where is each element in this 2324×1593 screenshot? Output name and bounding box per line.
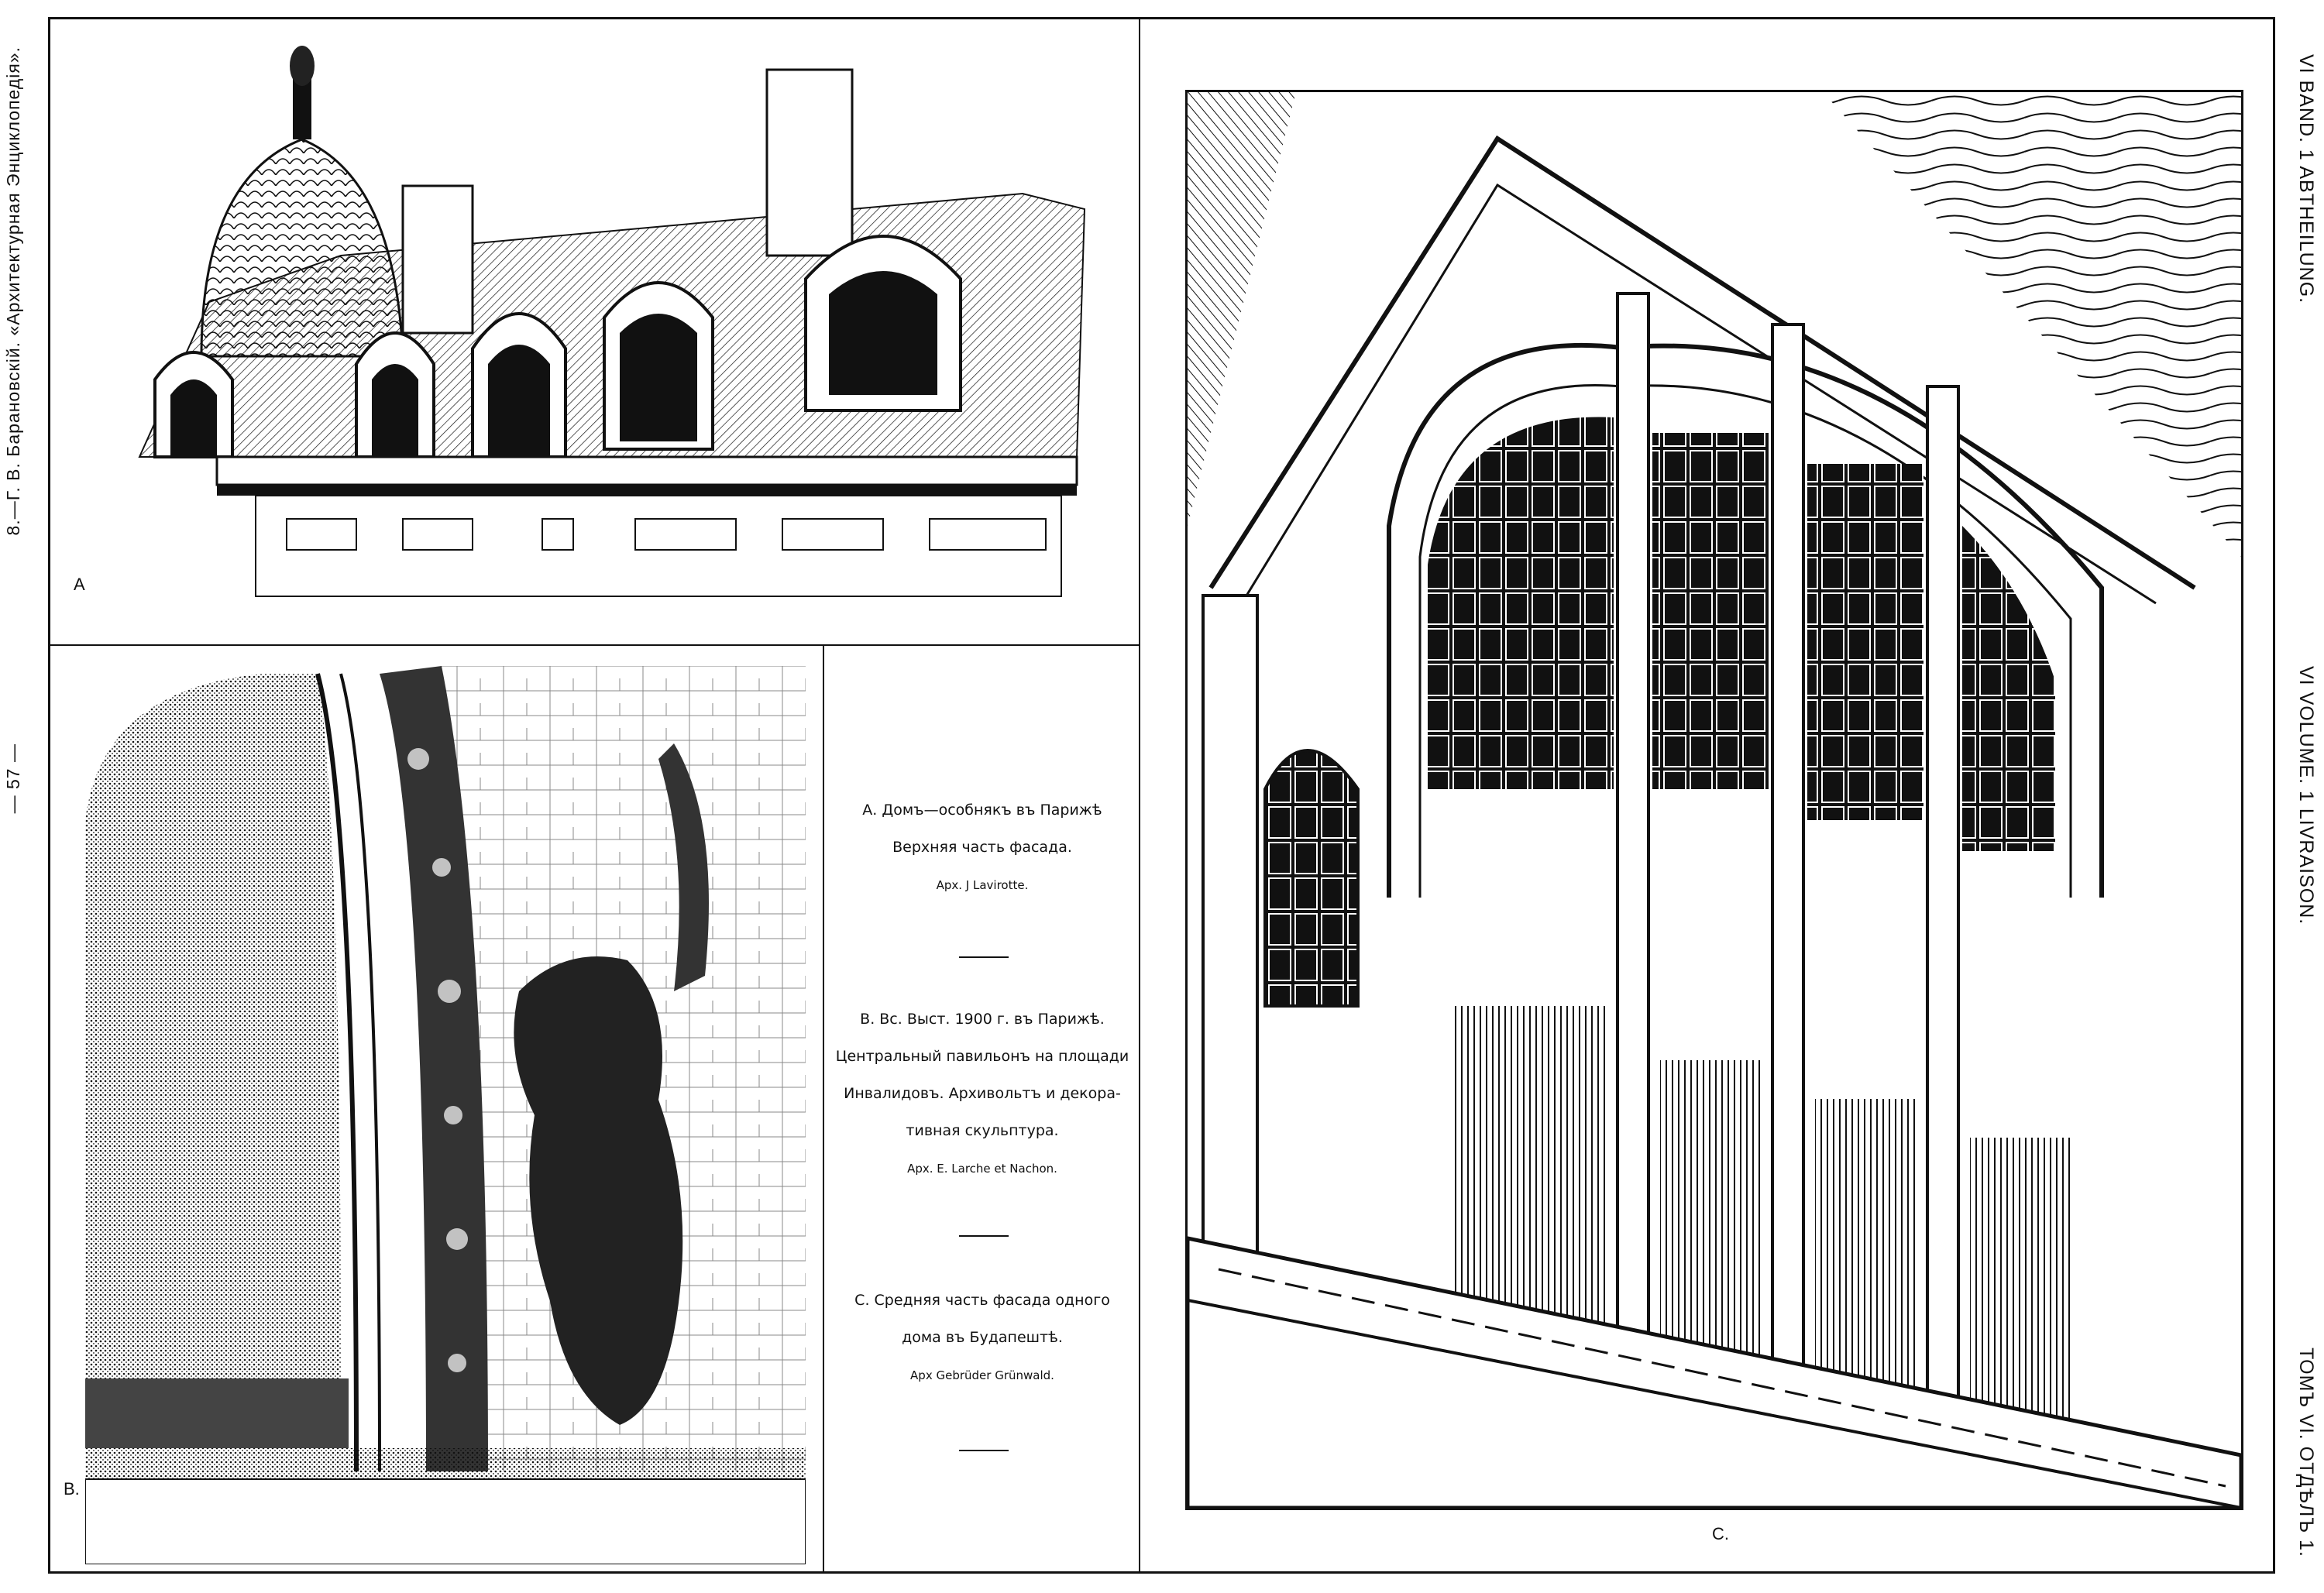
figure-c-letter: С.: [1712, 1524, 1729, 1543]
caption-b-line-4: тивная скульптура.: [906, 1122, 1059, 1139]
caption-b-credit: Арх. E. Larche et Nachon.: [907, 1162, 1057, 1176]
figure-b: [85, 666, 806, 1564]
right-margin-top: VI BAND. 1 ABTHEILUNG.: [2295, 54, 2317, 304]
caption-c: С. Средняя часть фасада одного дома въ Б…: [827, 1282, 1137, 1387]
caption-c-line-1: С. Средняя часть фасада одного: [854, 1292, 1110, 1309]
figure-c-frame: [1185, 90, 2243, 1510]
figure-a-letter: А: [74, 575, 85, 594]
caption-c-line-2: дома въ Будапештѣ.: [902, 1329, 1063, 1346]
caption-c-credit: Арх Gebrüder Grünwald.: [910, 1368, 1054, 1382]
left-page-number: — 57 —: [3, 743, 23, 814]
vertical-divider: [1139, 17, 1140, 1574]
caption-b-line-1: В. Вс. Выст. 1900 г. въ Парижѣ.: [860, 1011, 1105, 1028]
caption-b-line-2: Центральный павильонъ на площади: [835, 1048, 1129, 1065]
horizontal-divider: [48, 644, 1140, 646]
caption-rule-2: [959, 1235, 1009, 1237]
caption-b: В. Вс. Выст. 1900 г. въ Парижѣ. Централь…: [827, 1001, 1137, 1180]
caption-a-line-2: Верхняя часть фасада.: [892, 839, 1072, 856]
caption-a: А. Домъ—особнякъ въ Парижѣ Верхняя часть…: [827, 791, 1137, 897]
figure-b-engraving: [85, 666, 806, 1564]
caption-a-credit: Арх. J Lavirotte.: [936, 878, 1029, 892]
figure-a: [108, 23, 1108, 604]
plate-frame: [48, 17, 2275, 1574]
caption-b-line-3: Инвалидовъ. Архивольтъ и декора-: [844, 1085, 1121, 1102]
caption-rule-3: [959, 1450, 1009, 1451]
right-margin-middle: VI VOLUME. 1 LIVRAISON.: [2295, 666, 2317, 925]
caption-rule-1: [959, 956, 1009, 958]
caption-a-line-1: А. Домъ—особнякъ въ Парижѣ: [862, 802, 1102, 819]
right-margin-bottom: ТОМЪ VI. ОТДѢЛЪ 1.: [2295, 1348, 2317, 1557]
figure-c-engraving: [1188, 92, 2241, 1508]
figure-b-letter: В.: [64, 1479, 80, 1499]
figure-a-engraving: [138, 46, 1086, 597]
left-margin-title: 8.—Г. В. Барановскій. «Архитектурная Энц…: [3, 46, 23, 536]
caption-divider: [823, 644, 824, 1574]
